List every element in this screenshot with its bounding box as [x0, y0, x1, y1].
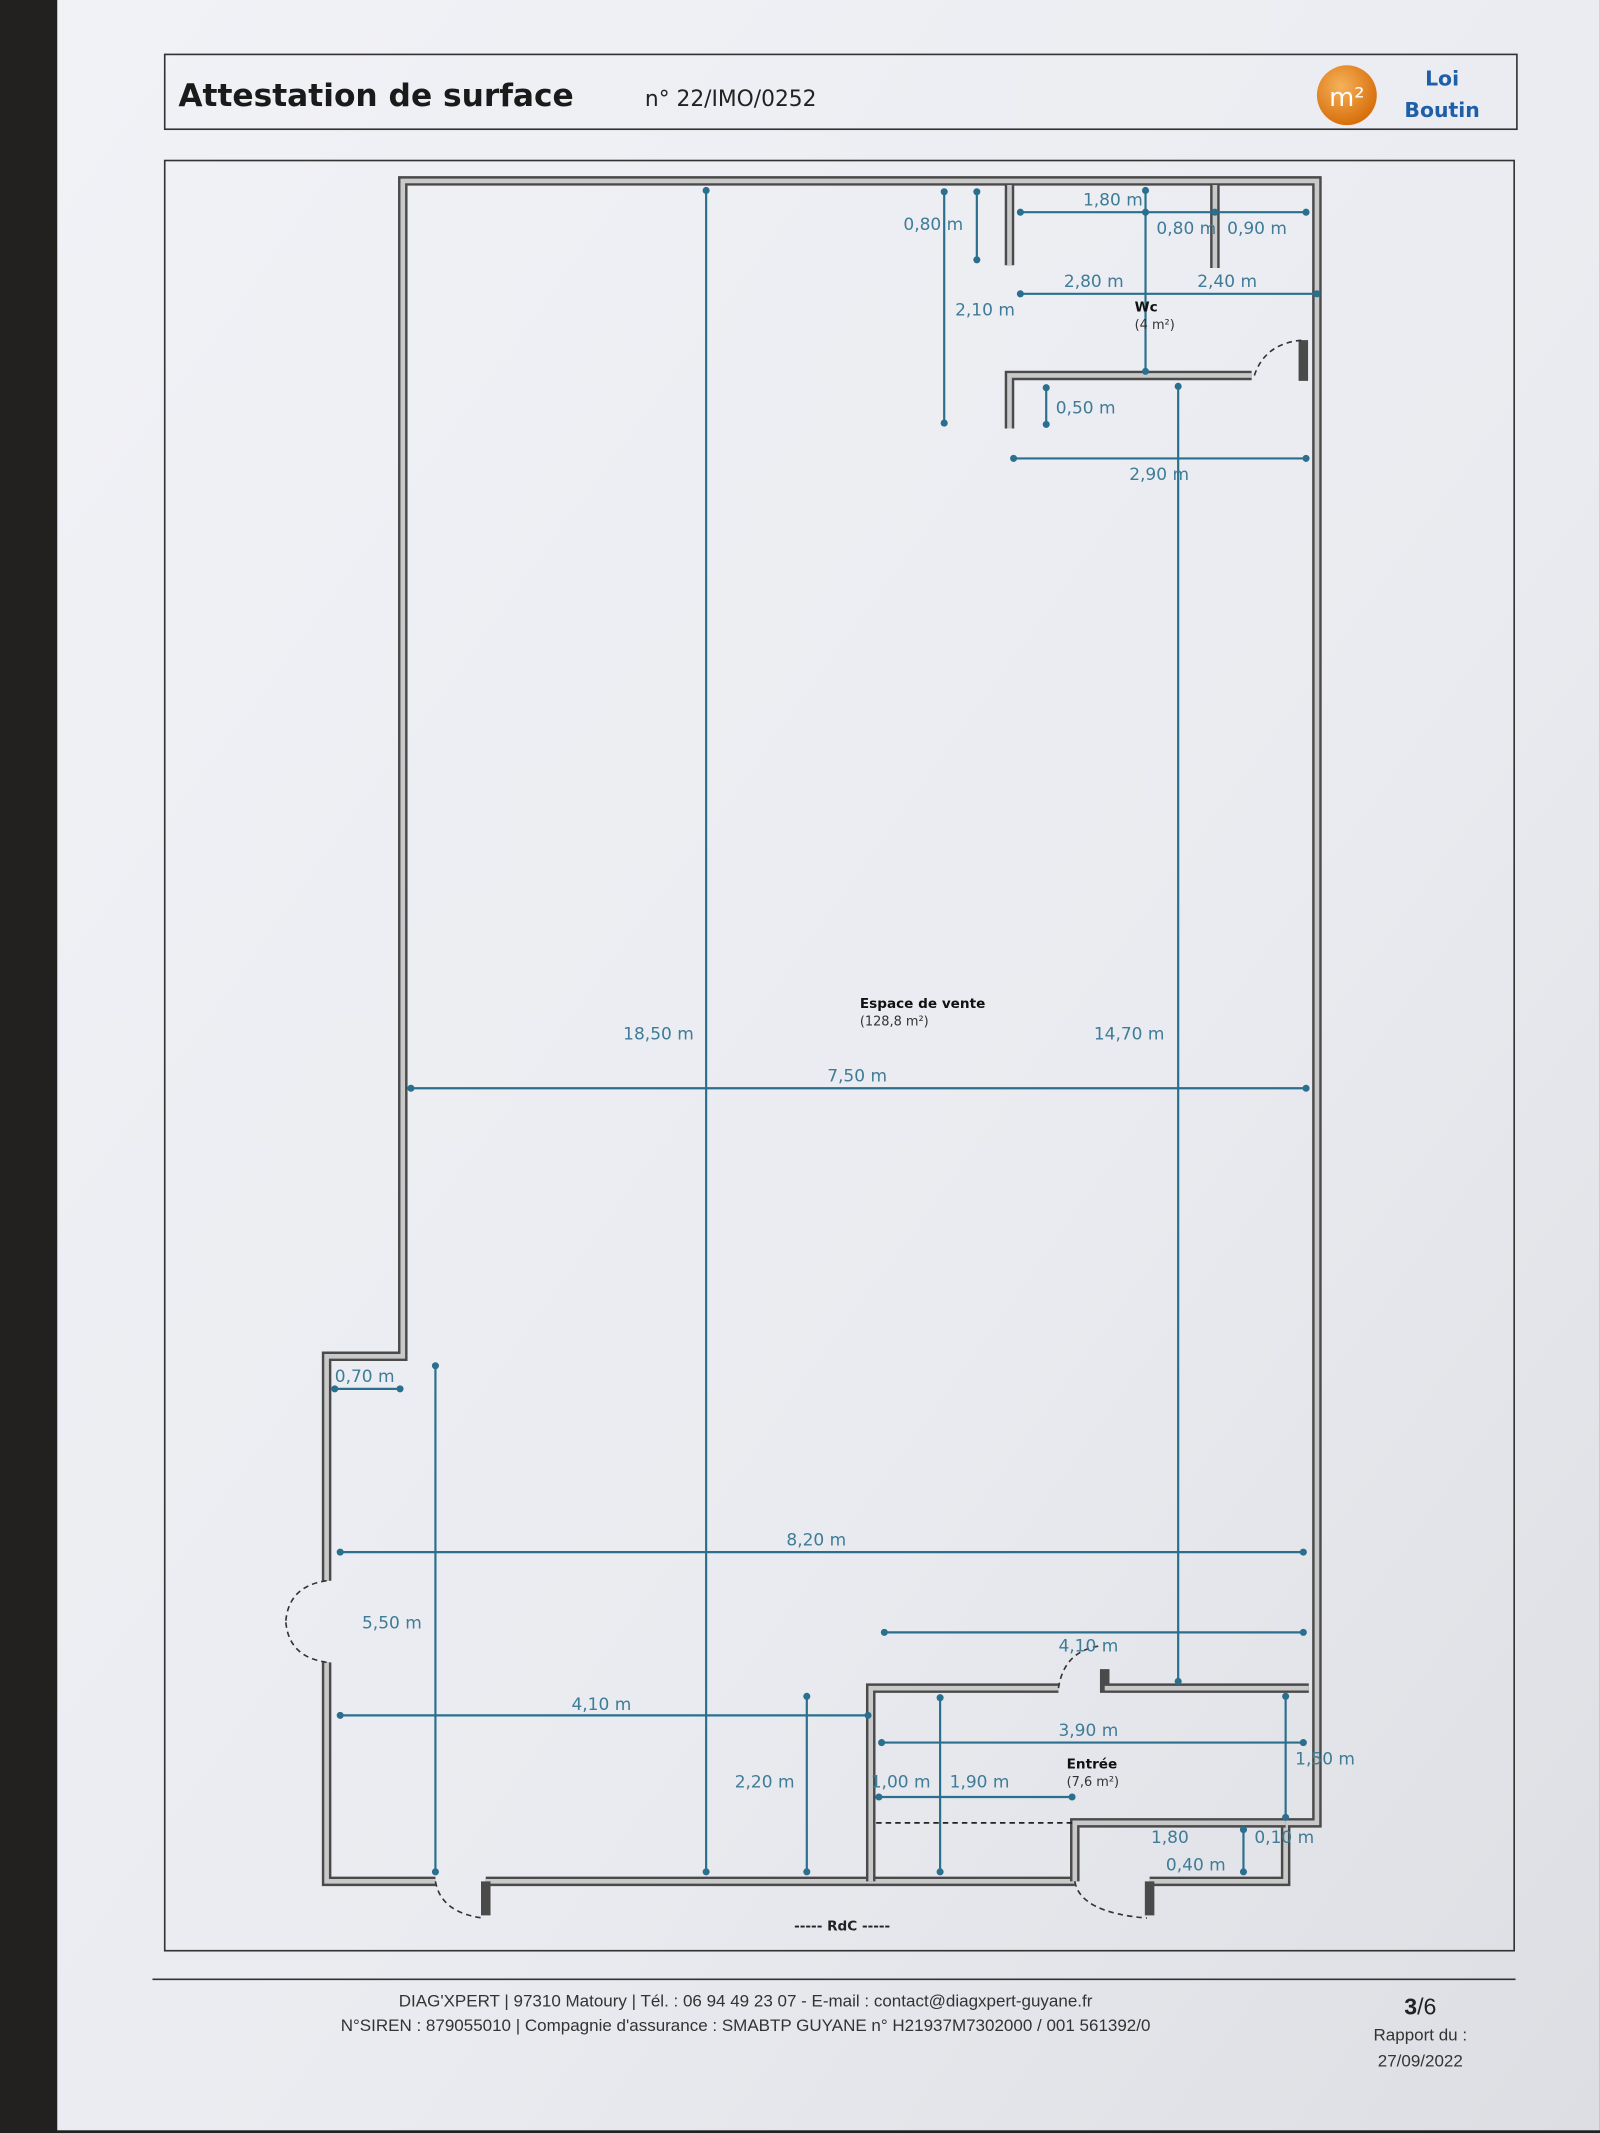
dim-label: 0,80 m — [903, 215, 963, 235]
dim-label: 1,90 m — [950, 1772, 1010, 1792]
entrance-door-icon — [1073, 1881, 1147, 1919]
dim-label: 0,70 m — [335, 1367, 395, 1387]
wc-door-icon — [1253, 339, 1304, 376]
dim-label: 4,10 m — [1058, 1636, 1118, 1656]
dim-label: 1,50 m — [1295, 1749, 1355, 1769]
dim-label: 1,80 m — [1083, 190, 1143, 210]
dim-label: 2,10 m — [955, 301, 1015, 321]
law-line2: Boutin — [1404, 98, 1479, 122]
footer-company-line: DIAG'XPERT | 97310 Matoury | Tél. : 06 9… — [399, 1991, 1093, 2010]
room-area-wc: (4 m²) — [1135, 318, 1175, 333]
logo-text: m² — [1329, 83, 1365, 113]
dim-label: 2,40 m — [1197, 272, 1257, 292]
room-labels: Espace de vente (128,8 m²) Wc (4 m²) Ent… — [860, 300, 1175, 1791]
dim-label: 0,40 m — [1166, 1855, 1226, 1875]
m2-logo-icon — [1316, 65, 1377, 126]
dim-label: 0,50 m — [1056, 399, 1116, 419]
dim-label: 1,80 — [1151, 1828, 1189, 1848]
report-date: 27/09/2022 — [1378, 2051, 1463, 2070]
dim-label: 2,80 m — [1064, 272, 1124, 292]
footer-siren-line: N°SIREN : 879055010 | Compagnie d'assura… — [341, 2016, 1151, 2035]
dim-label: 0,80 m — [1156, 219, 1216, 239]
dim-label: 5,50 m — [362, 1613, 422, 1633]
footer: DIAG'XPERT | 97310 Matoury | Tél. : 06 9… — [152, 1978, 1516, 2070]
dim-label: 2,20 m — [735, 1772, 795, 1792]
dim-label: 8,20 m — [786, 1530, 846, 1550]
dim-label: 0,90 m — [1227, 219, 1287, 239]
law-line1: Loi — [1425, 67, 1459, 91]
room-area-entree: (7,6 m²) — [1067, 1775, 1119, 1790]
room-name-espace-de-vente: Espace de vente — [860, 996, 985, 1012]
outer-walls — [321, 176, 1322, 1916]
page-total: /6 — [1417, 1994, 1436, 2020]
dim-label: 0,10 m — [1254, 1828, 1314, 1848]
entry-inner-door-icon — [1057, 1645, 1100, 1689]
room-name-wc: Wc — [1135, 300, 1158, 316]
level-label: ----- RdC ----- — [794, 1918, 890, 1934]
bottom-left-door-icon — [434, 1881, 484, 1919]
document-title: Attestation de surface — [178, 78, 573, 114]
header: Attestation de surface n° 22/IMO/0252 m²… — [163, 53, 1518, 131]
page-number: 3/6 — [1404, 1994, 1436, 2020]
dim-label: 18,50 m — [623, 1024, 694, 1044]
plan-frame — [163, 159, 1515, 1952]
floor-plan: 18,50 m 14,70 m 7,50 m 8,20 m 5,50 m 0,7… — [284, 176, 1355, 1934]
report-label: Rapport du : — [1374, 2025, 1468, 2044]
room-area-espace-de-vente: (128,8 m²) — [860, 1015, 929, 1030]
room-name-entree: Entrée — [1067, 1756, 1118, 1772]
doors — [284, 339, 1304, 1919]
dim-label: 14,70 m — [1094, 1024, 1165, 1044]
page-current: 3 — [1404, 1994, 1417, 2020]
dim-label: 2,90 m — [1129, 465, 1189, 485]
document-number: n° 22/IMO/0252 — [645, 87, 817, 112]
dimension-lines: 18,50 m 14,70 m 7,50 m 8,20 m 5,50 m 0,7… — [331, 186, 1355, 1875]
dim-label: 4,10 m — [571, 1695, 631, 1715]
paper-sheet — [57, 0, 1600, 2131]
inner-walls — [865, 185, 1309, 1882]
left-double-door-icon — [284, 1579, 327, 1664]
dim-label: 3,90 m — [1058, 1721, 1118, 1741]
dim-label: 7,50 m — [827, 1066, 887, 1086]
dim-label: 1,00 m — [871, 1772, 931, 1792]
